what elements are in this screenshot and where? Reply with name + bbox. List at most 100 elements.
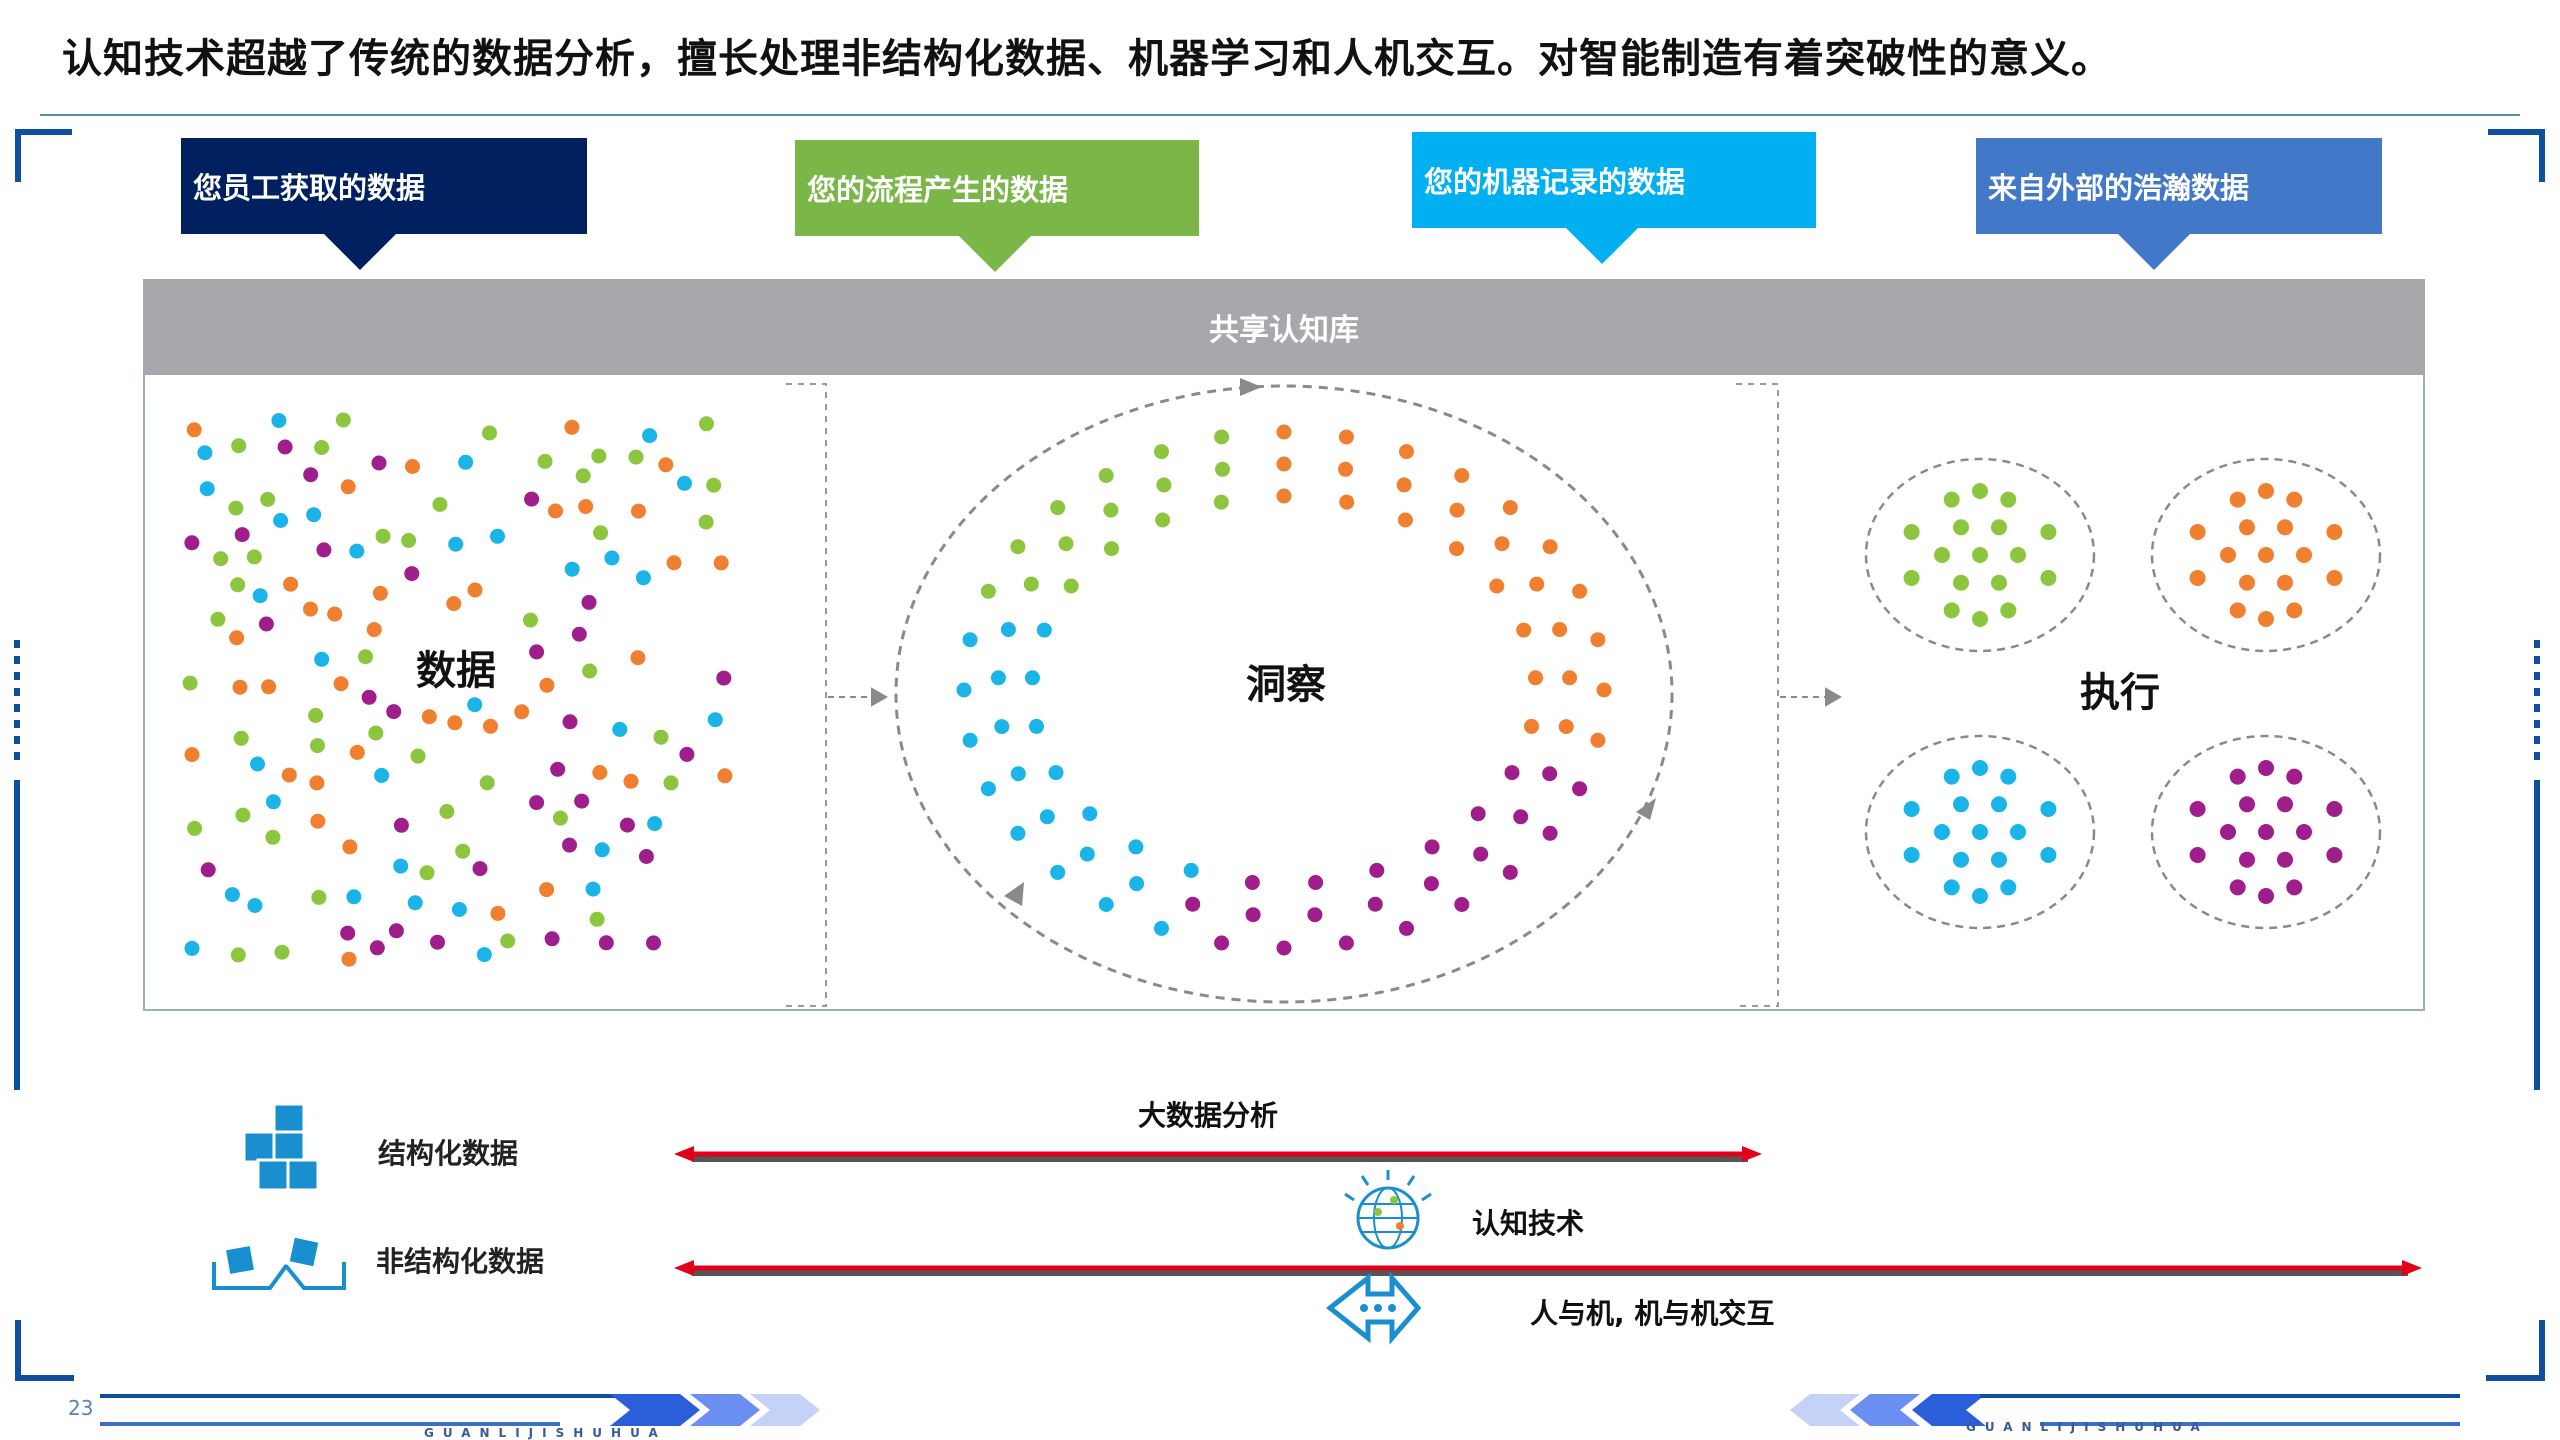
- dot: [250, 756, 265, 772]
- dot: [631, 503, 646, 519]
- source-pointer-employees: [324, 234, 396, 270]
- cycle-arrow-top: [1240, 378, 1262, 396]
- dot: [490, 528, 505, 544]
- dot: [419, 865, 435, 881]
- dot: [564, 419, 580, 435]
- cluster-outline-purple: [2150, 734, 2382, 930]
- dot: [309, 775, 325, 791]
- dot: [401, 533, 417, 548]
- dot: [679, 746, 695, 762]
- dot: [2000, 602, 2017, 619]
- dot: [1397, 512, 1413, 528]
- dot: [261, 679, 277, 695]
- dot: [231, 438, 247, 454]
- dot: [2258, 611, 2274, 627]
- dot: [1185, 896, 1201, 912]
- dot: [653, 729, 669, 745]
- dot: [342, 839, 358, 855]
- dot: [562, 837, 577, 853]
- source-label-employees: 您员工获取的数据: [193, 171, 426, 205]
- dot: [2220, 547, 2236, 563]
- dot: [407, 895, 423, 911]
- dot: [2189, 847, 2206, 863]
- legend-unstructured-data: 非结构化数据: [376, 1245, 545, 1278]
- dot: [1903, 801, 1920, 817]
- dot: [1098, 897, 1114, 912]
- dot: [713, 555, 729, 571]
- dot: [1502, 864, 1518, 880]
- dot: [1972, 483, 1988, 499]
- dot: [1215, 461, 1230, 477]
- dot: [447, 715, 463, 731]
- dot: [677, 475, 692, 491]
- dot: [432, 497, 448, 512]
- dot: [310, 738, 325, 754]
- dot: [1276, 424, 1292, 440]
- dot: [2326, 801, 2343, 817]
- dot: [393, 817, 409, 833]
- dot: [548, 503, 563, 519]
- dot: [980, 583, 996, 599]
- dot: [578, 499, 594, 514]
- cognitive-globe-icon: [1344, 1170, 1432, 1250]
- dot: [1473, 846, 1489, 862]
- dot: [2229, 879, 2246, 896]
- dot: [1972, 547, 1988, 563]
- dot: [1396, 477, 1412, 493]
- dot: [393, 858, 409, 874]
- dot: [1943, 602, 1960, 619]
- dot: [479, 775, 495, 791]
- page-number: 23: [68, 1396, 94, 1420]
- dot: [1542, 539, 1558, 555]
- dot: [1058, 536, 1074, 552]
- dot: [593, 525, 609, 541]
- dot: [1338, 429, 1354, 445]
- cluster-outline-green: [1864, 457, 2096, 653]
- dot: [1245, 907, 1261, 923]
- dot: [539, 677, 555, 693]
- dot: [346, 889, 362, 905]
- dot: [1050, 500, 1066, 516]
- dot: [1156, 477, 1172, 493]
- dot: [1423, 876, 1439, 892]
- flow-arrows: [828, 687, 1843, 707]
- dot: [490, 905, 506, 921]
- dot: [2277, 519, 2293, 536]
- dot: [1943, 768, 1960, 785]
- dot: [591, 448, 607, 464]
- dot: [1399, 920, 1414, 936]
- dot: [2277, 574, 2293, 591]
- dot: [2040, 524, 2057, 540]
- dot: [2326, 524, 2343, 540]
- stage-label-data: 数据: [416, 648, 496, 694]
- dot: [182, 675, 198, 691]
- dot: [2220, 824, 2236, 840]
- insight-cycle: [894, 378, 1674, 1004]
- cycle-arrow-left: [1004, 882, 1024, 906]
- dot: [1128, 839, 1144, 855]
- dot: [303, 601, 318, 617]
- divider-right: [1736, 383, 1779, 1007]
- dot: [550, 761, 566, 777]
- dot: [1103, 502, 1119, 518]
- dot: [630, 650, 646, 666]
- dot: [197, 445, 213, 461]
- dot: [962, 632, 978, 648]
- dot: [274, 944, 290, 960]
- dot: [199, 481, 215, 497]
- big-data-label: 大数据分析: [1138, 1099, 1279, 1132]
- dot: [265, 794, 281, 810]
- dot: [1529, 576, 1545, 592]
- dot: [646, 935, 661, 951]
- source-box-machines: 您的机器记录的数据: [1412, 132, 1816, 228]
- dot: [258, 616, 274, 632]
- dot: [2296, 824, 2312, 840]
- dot: [574, 793, 590, 809]
- dot: [1489, 578, 1505, 594]
- dot: [1276, 940, 1292, 956]
- dot: [386, 704, 402, 720]
- cluster-dots: [1903, 483, 2343, 904]
- dot: [314, 651, 330, 667]
- dot: [581, 594, 597, 610]
- source-label-machines: 您的机器记录的数据: [1424, 165, 1686, 199]
